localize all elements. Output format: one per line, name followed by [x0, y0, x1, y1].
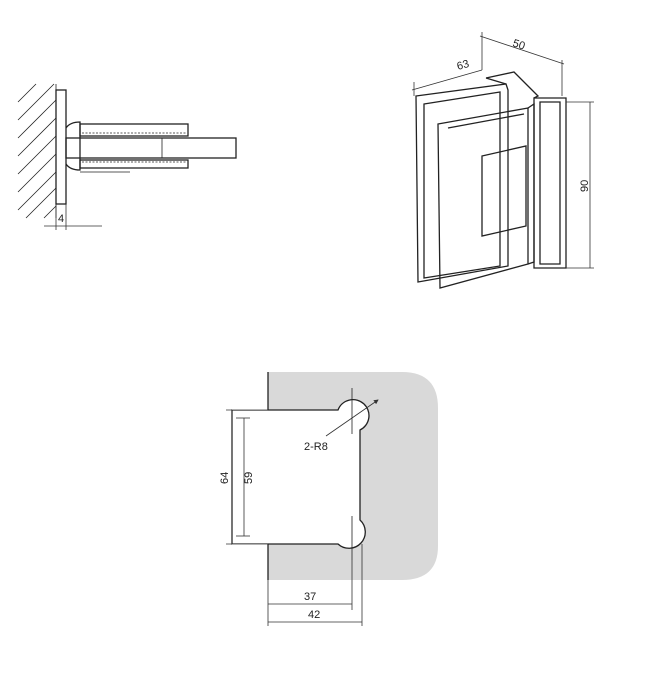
clamp-lower	[79, 159, 189, 169]
hinge-body	[65, 121, 81, 171]
glass-panel	[65, 137, 237, 159]
width-dimension: 63	[456, 58, 471, 73]
wall-hatching	[17, 83, 57, 219]
outer-height-dimension: 64	[219, 472, 231, 484]
outer-width-dimension: 42	[308, 609, 320, 621]
inner-height-dimension: 59	[243, 472, 255, 484]
radius-label: 2-R8	[304, 441, 328, 453]
inner-width-dimension: 37	[304, 591, 316, 603]
wall-plate-iso	[533, 97, 567, 269]
center-block	[481, 145, 527, 237]
gap-dimension: 4	[58, 213, 64, 225]
cutout-view: 2-R8 64 59 37 42	[219, 372, 438, 626]
back-plate	[415, 83, 509, 283]
depth-dimension: 50	[511, 37, 526, 52]
iso-view: 50 63 90	[411, 32, 594, 289]
clamp-upper	[79, 123, 189, 137]
front-plate	[437, 107, 529, 289]
hinge-cutout	[231, 398, 370, 549]
height-dimension: 90	[579, 180, 591, 192]
wall-plate	[55, 89, 67, 205]
side-view: 4	[17, 83, 237, 230]
